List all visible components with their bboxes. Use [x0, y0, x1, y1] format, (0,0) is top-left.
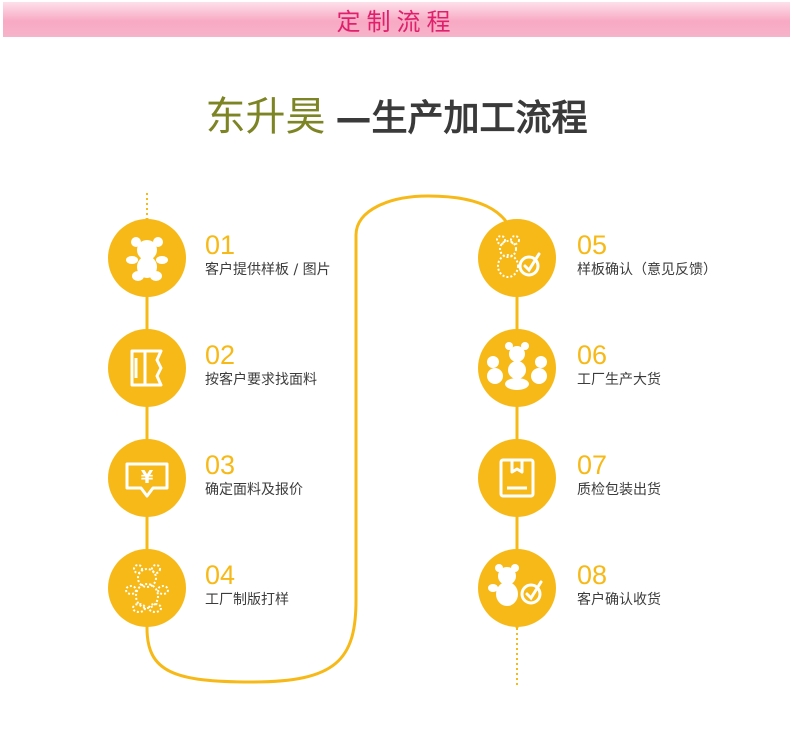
step-number: 07 — [577, 450, 608, 480]
step-label: 确定面料及报价 — [205, 482, 303, 498]
process-subtitle: —生产加工流程 — [335, 98, 588, 139]
bear-group-icon — [487, 342, 547, 390]
step-04: 04 工厂制版打样 — [205, 560, 425, 609]
step-number: 03 — [205, 450, 236, 480]
banner-title: 定制流程 — [336, 8, 457, 36]
step-02: 02 按客户要求找面料 — [205, 340, 425, 389]
step-05: 05 样板确认（意见反馈） — [577, 230, 793, 279]
step-01-circle — [108, 219, 186, 297]
step-08: 08 客户确认收货 — [577, 560, 793, 609]
step-label: 工厂制版打样 — [205, 592, 289, 608]
step-label: 客户确认收货 — [577, 592, 661, 608]
step-label: 质检包装出货 — [577, 482, 661, 498]
fabric-swatch-icon — [130, 349, 163, 387]
step-08-circle — [478, 549, 556, 627]
page-title: 东升昊—生产加工流程 — [0, 84, 793, 142]
bear-pattern-icon — [125, 564, 169, 613]
bear-approve-icon — [496, 235, 541, 278]
price-tag-icon: ¥ — [125, 462, 169, 498]
step-label: 客户提供样板 / 图片 — [205, 262, 331, 278]
banner: 定制流程 — [3, 2, 790, 37]
package-box-icon — [499, 458, 535, 498]
step-05-circle — [478, 219, 556, 297]
step-number: 05 — [577, 230, 608, 260]
step-07-circle — [478, 439, 556, 517]
svg-text:¥: ¥ — [141, 467, 154, 488]
step-number: 02 — [205, 340, 236, 370]
step-02-circle — [108, 329, 186, 407]
step-label: 样板确认（意见反馈） — [577, 262, 717, 278]
step-label: 工厂生产大货 — [577, 372, 661, 388]
step-number: 01 — [205, 230, 236, 260]
step-03: 03 确定面料及报价 — [205, 450, 425, 499]
step-number: 04 — [205, 560, 236, 590]
step-number: 08 — [577, 560, 608, 590]
step-06: 06 工厂生产大货 — [577, 340, 793, 389]
bear-confirm-icon — [488, 564, 543, 606]
step-label: 按客户要求找面料 — [205, 372, 317, 388]
brand-name: 东升昊 — [205, 94, 326, 140]
step-03-circle: ¥ — [108, 439, 186, 517]
step-07: 07 质检包装出货 — [577, 450, 793, 499]
teddy-bear-icon — [126, 237, 168, 281]
flow-connector-line — [145, 194, 519, 684]
step-01: 01 客户提供样板 / 图片 — [205, 230, 425, 279]
step-number: 06 — [577, 340, 608, 370]
step-04-circle — [108, 549, 186, 627]
step-06-circle — [478, 329, 556, 407]
